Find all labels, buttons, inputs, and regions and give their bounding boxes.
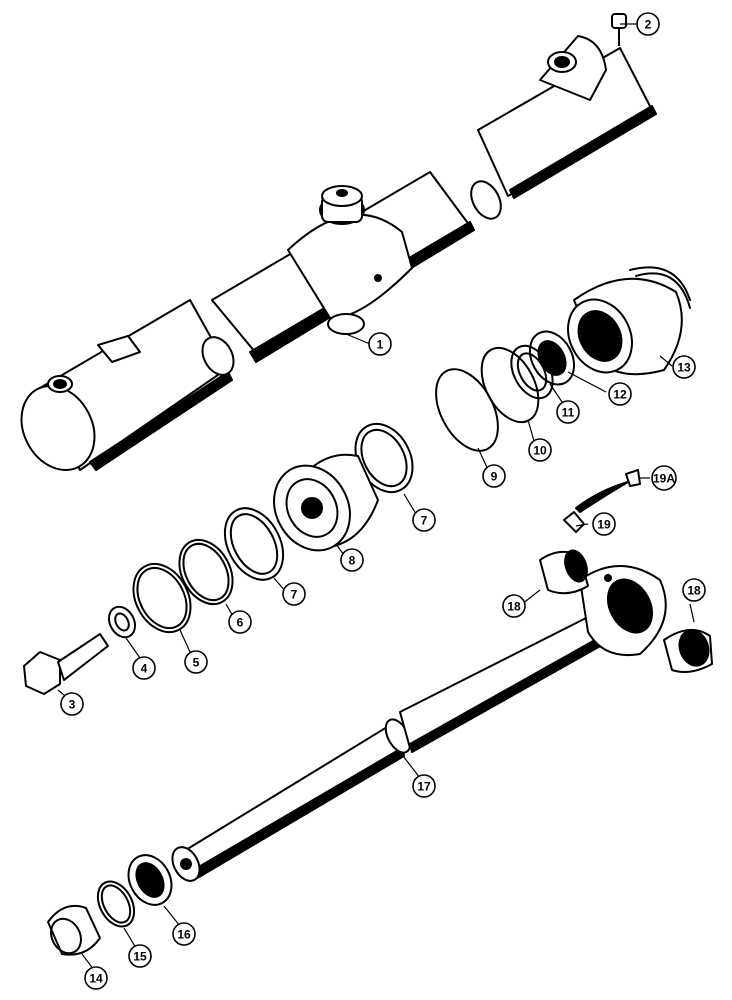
bushing-part-18b xyxy=(663,629,713,673)
callout-c19: 19 xyxy=(592,512,616,536)
callout-circle xyxy=(368,332,392,356)
callout-circle xyxy=(132,656,156,680)
callout-c14: 14 xyxy=(84,966,108,990)
callout-c12: 12 xyxy=(608,382,632,406)
callout-circle xyxy=(128,944,152,968)
callout-c9: 9 xyxy=(482,464,506,488)
callout-c4: 4 xyxy=(132,656,156,680)
callout-c13: 13 xyxy=(672,355,696,379)
bushing-part-18a xyxy=(539,549,589,595)
callout-number: 18 xyxy=(687,584,701,598)
callout-circle xyxy=(340,548,364,572)
callout-number: 1 xyxy=(377,338,384,352)
callout-c17: 17 xyxy=(412,774,436,798)
callout-number: 2 xyxy=(645,18,652,32)
gland-part-13 xyxy=(567,266,691,376)
callout-circle xyxy=(636,12,660,36)
callout-c18a: 18 xyxy=(502,594,526,618)
o-ring-part-9 xyxy=(435,368,499,452)
callout-circle xyxy=(482,464,506,488)
callout-circle xyxy=(184,650,208,674)
callout-circle xyxy=(608,382,632,406)
bolt-part-3 xyxy=(23,633,109,695)
callout-circle xyxy=(282,582,306,606)
piston-rod-part-17 xyxy=(171,565,667,882)
callout-c11: 11 xyxy=(556,400,580,424)
callout-c7a: 7 xyxy=(412,508,436,532)
callout-c8: 8 xyxy=(340,548,364,572)
callout-circle xyxy=(60,692,84,716)
callout-c6: 6 xyxy=(228,610,252,634)
callout-number: 19 xyxy=(597,518,611,532)
callout-circle xyxy=(672,355,696,379)
callout-number: 4 xyxy=(141,662,148,676)
washer-part-4 xyxy=(108,605,136,639)
callout-circle xyxy=(556,400,580,424)
callout-c10: 10 xyxy=(528,438,552,462)
callout-c2: 2 xyxy=(636,12,660,36)
leader-lines xyxy=(57,23,695,971)
callout-number: 11 xyxy=(562,406,575,420)
callout-number: 14 xyxy=(89,972,103,986)
callout-circle xyxy=(682,578,706,602)
grease-fitting-part-2 xyxy=(611,13,627,46)
callout-circle xyxy=(84,966,108,990)
callout-circle xyxy=(172,922,196,946)
wiper-seal-part-12 xyxy=(528,330,576,386)
fitting-part-19 xyxy=(563,511,585,533)
seal-part-6 xyxy=(178,538,234,606)
seal-part-5 xyxy=(132,562,192,634)
callout-number: 17 xyxy=(417,780,431,794)
callout-c19a: 19A xyxy=(651,465,677,491)
callout-circle xyxy=(528,438,552,462)
callout-number: 18 xyxy=(507,600,521,614)
wear-ring-part-7b xyxy=(223,507,285,581)
wiper-part-14 xyxy=(47,904,101,956)
callout-c5: 5 xyxy=(184,650,208,674)
callout-circle xyxy=(412,774,436,798)
callout-c7b: 7 xyxy=(282,582,306,606)
callout-number: 13 xyxy=(677,361,691,375)
wear-ring-part-7a xyxy=(354,422,414,494)
callout-number: 8 xyxy=(349,554,356,568)
callout-number: 15 xyxy=(133,950,147,964)
piston-part-8 xyxy=(273,453,379,552)
callout-circle xyxy=(592,512,616,536)
callout-number: 12 xyxy=(613,388,627,402)
callout-c3: 3 xyxy=(60,692,84,716)
rod-seal-part-11 xyxy=(510,344,554,400)
callout-c15: 15 xyxy=(128,944,152,968)
callout-circle xyxy=(502,594,526,618)
callout-c1: 1 xyxy=(368,332,392,356)
callout-c18b: 18 xyxy=(682,578,706,602)
ring-part-15 xyxy=(96,880,136,928)
bushing-part-16 xyxy=(127,854,173,906)
callout-number: 19A xyxy=(653,472,675,486)
callout-number: 9 xyxy=(491,470,498,484)
cap-part-19a xyxy=(575,469,641,513)
callout-number: 10 xyxy=(533,444,547,458)
callout-number: 6 xyxy=(237,616,244,630)
callout-number: 7 xyxy=(421,514,428,528)
callout-circle xyxy=(651,465,677,491)
callout-c16: 16 xyxy=(172,922,196,946)
callout-number: 16 xyxy=(177,928,191,942)
callout-circle xyxy=(228,610,252,634)
callout-circle xyxy=(412,508,436,532)
callout-number: 3 xyxy=(69,698,76,712)
callout-number: 7 xyxy=(291,588,298,602)
callout-labels: 2 1 13 12 11 10 9 19A 7 8 7 19 6 5 4 3 18 18 17 16 15 14 xyxy=(60,12,706,990)
cylinder-barrel xyxy=(20,35,657,472)
callout-number: 5 xyxy=(193,656,200,670)
